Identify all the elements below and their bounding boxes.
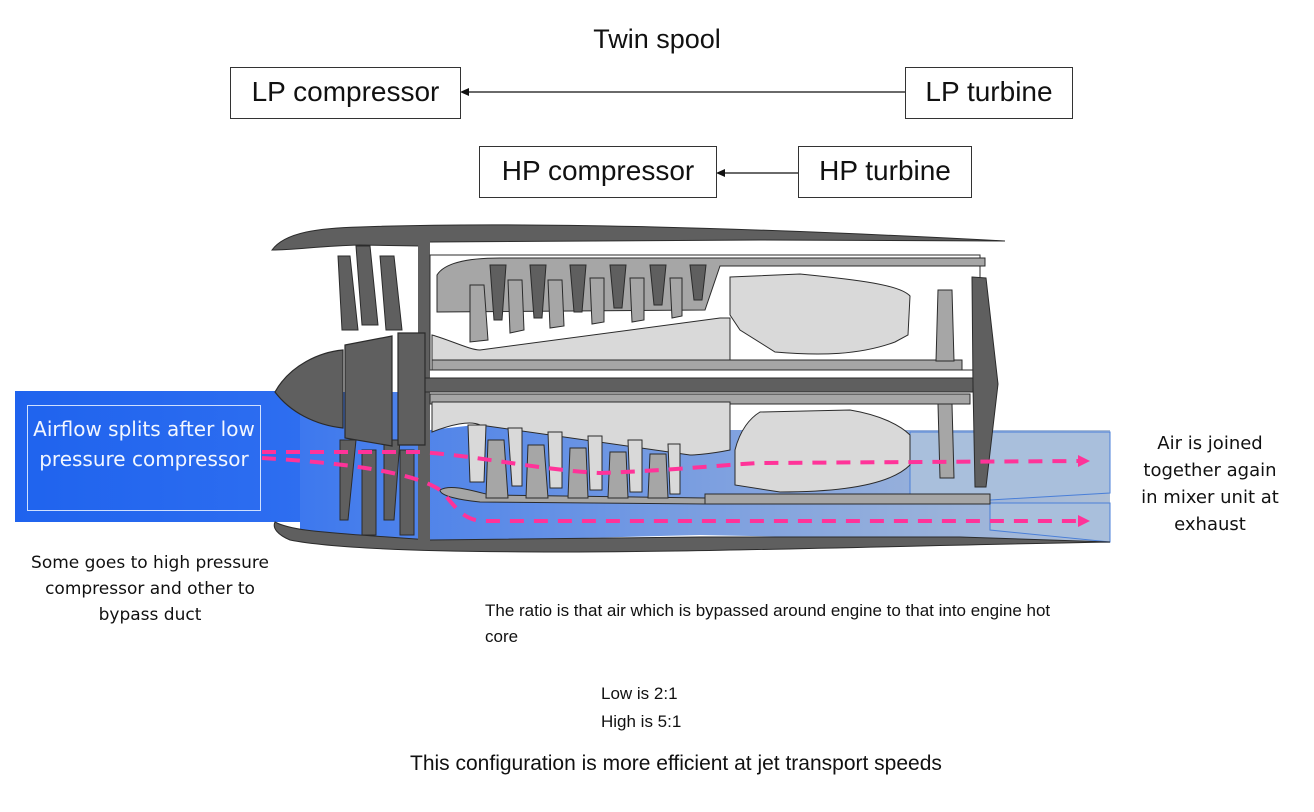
lp-shaft [424, 377, 974, 393]
lp-turbine-box: LP turbine [905, 67, 1073, 119]
mixer-note-line: Air is joined [1157, 433, 1263, 454]
spinner-cone [274, 349, 344, 429]
inlet-airflow [15, 391, 305, 522]
diagram-title: Twin spool [593, 24, 721, 54]
mixer-note-line: together again [1143, 460, 1277, 481]
low-ratio: Low is 2:1 [601, 684, 678, 703]
hp-rotor-upper [431, 317, 731, 366]
ratio-line: core [485, 627, 519, 646]
lp-turbine-blade [971, 276, 999, 488]
bypass-note-line: compressor and other to [45, 579, 255, 599]
hp-blades-upper [469, 277, 683, 343]
core-flow-arrow [262, 450, 1081, 476]
ratio-values: Low is 2:1 High is 5:1 [601, 680, 681, 736]
high-ratio: High is 5:1 [601, 712, 682, 731]
hp-rotor-lower [431, 401, 731, 456]
exhaust-plume-upper [909, 431, 1111, 501]
lp-compressor-box: LP compressor [230, 67, 461, 119]
fan-hub-1 [344, 335, 393, 447]
ratio-line: The ratio is that air which is bypassed … [485, 601, 1051, 620]
bypass-note-line: bypass duct [98, 605, 202, 625]
mixer-note-line: in mixer unit at [1141, 487, 1279, 508]
bypass-split-note: Some goes to high pressure compressor an… [0, 550, 300, 628]
lp-shaft-arrow [460, 88, 906, 96]
nacelle-bottom [273, 521, 1111, 553]
bypass-note-line: Some goes to high pressure [31, 553, 269, 573]
combustor-lower [734, 409, 911, 493]
hp-blades-lower [467, 424, 681, 495]
hp-compressor-box: HP compressor [479, 146, 717, 198]
bypass-arrow-head [1078, 515, 1090, 527]
airflow-split-callout: Airflow splits after low pressure compre… [27, 405, 261, 511]
hp-turbine-box: HP turbine [798, 146, 972, 198]
bypass-flow-arrow [261, 456, 1080, 523]
fan-hub-2 [397, 332, 426, 446]
nacelle-top [271, 224, 1006, 251]
bypass-ratio-definition: The ratio is that air which is bypassed … [485, 598, 1245, 650]
conclusion-text: This configuration is more efficient at … [410, 752, 942, 775]
hp-shaft-arrow [716, 169, 798, 177]
core-arrow-head [1078, 455, 1090, 467]
mixer-note-line: exhaust [1174, 514, 1246, 535]
mixer-note: Air is joined together again in mixer un… [1120, 430, 1300, 538]
combustor-upper [729, 273, 911, 355]
